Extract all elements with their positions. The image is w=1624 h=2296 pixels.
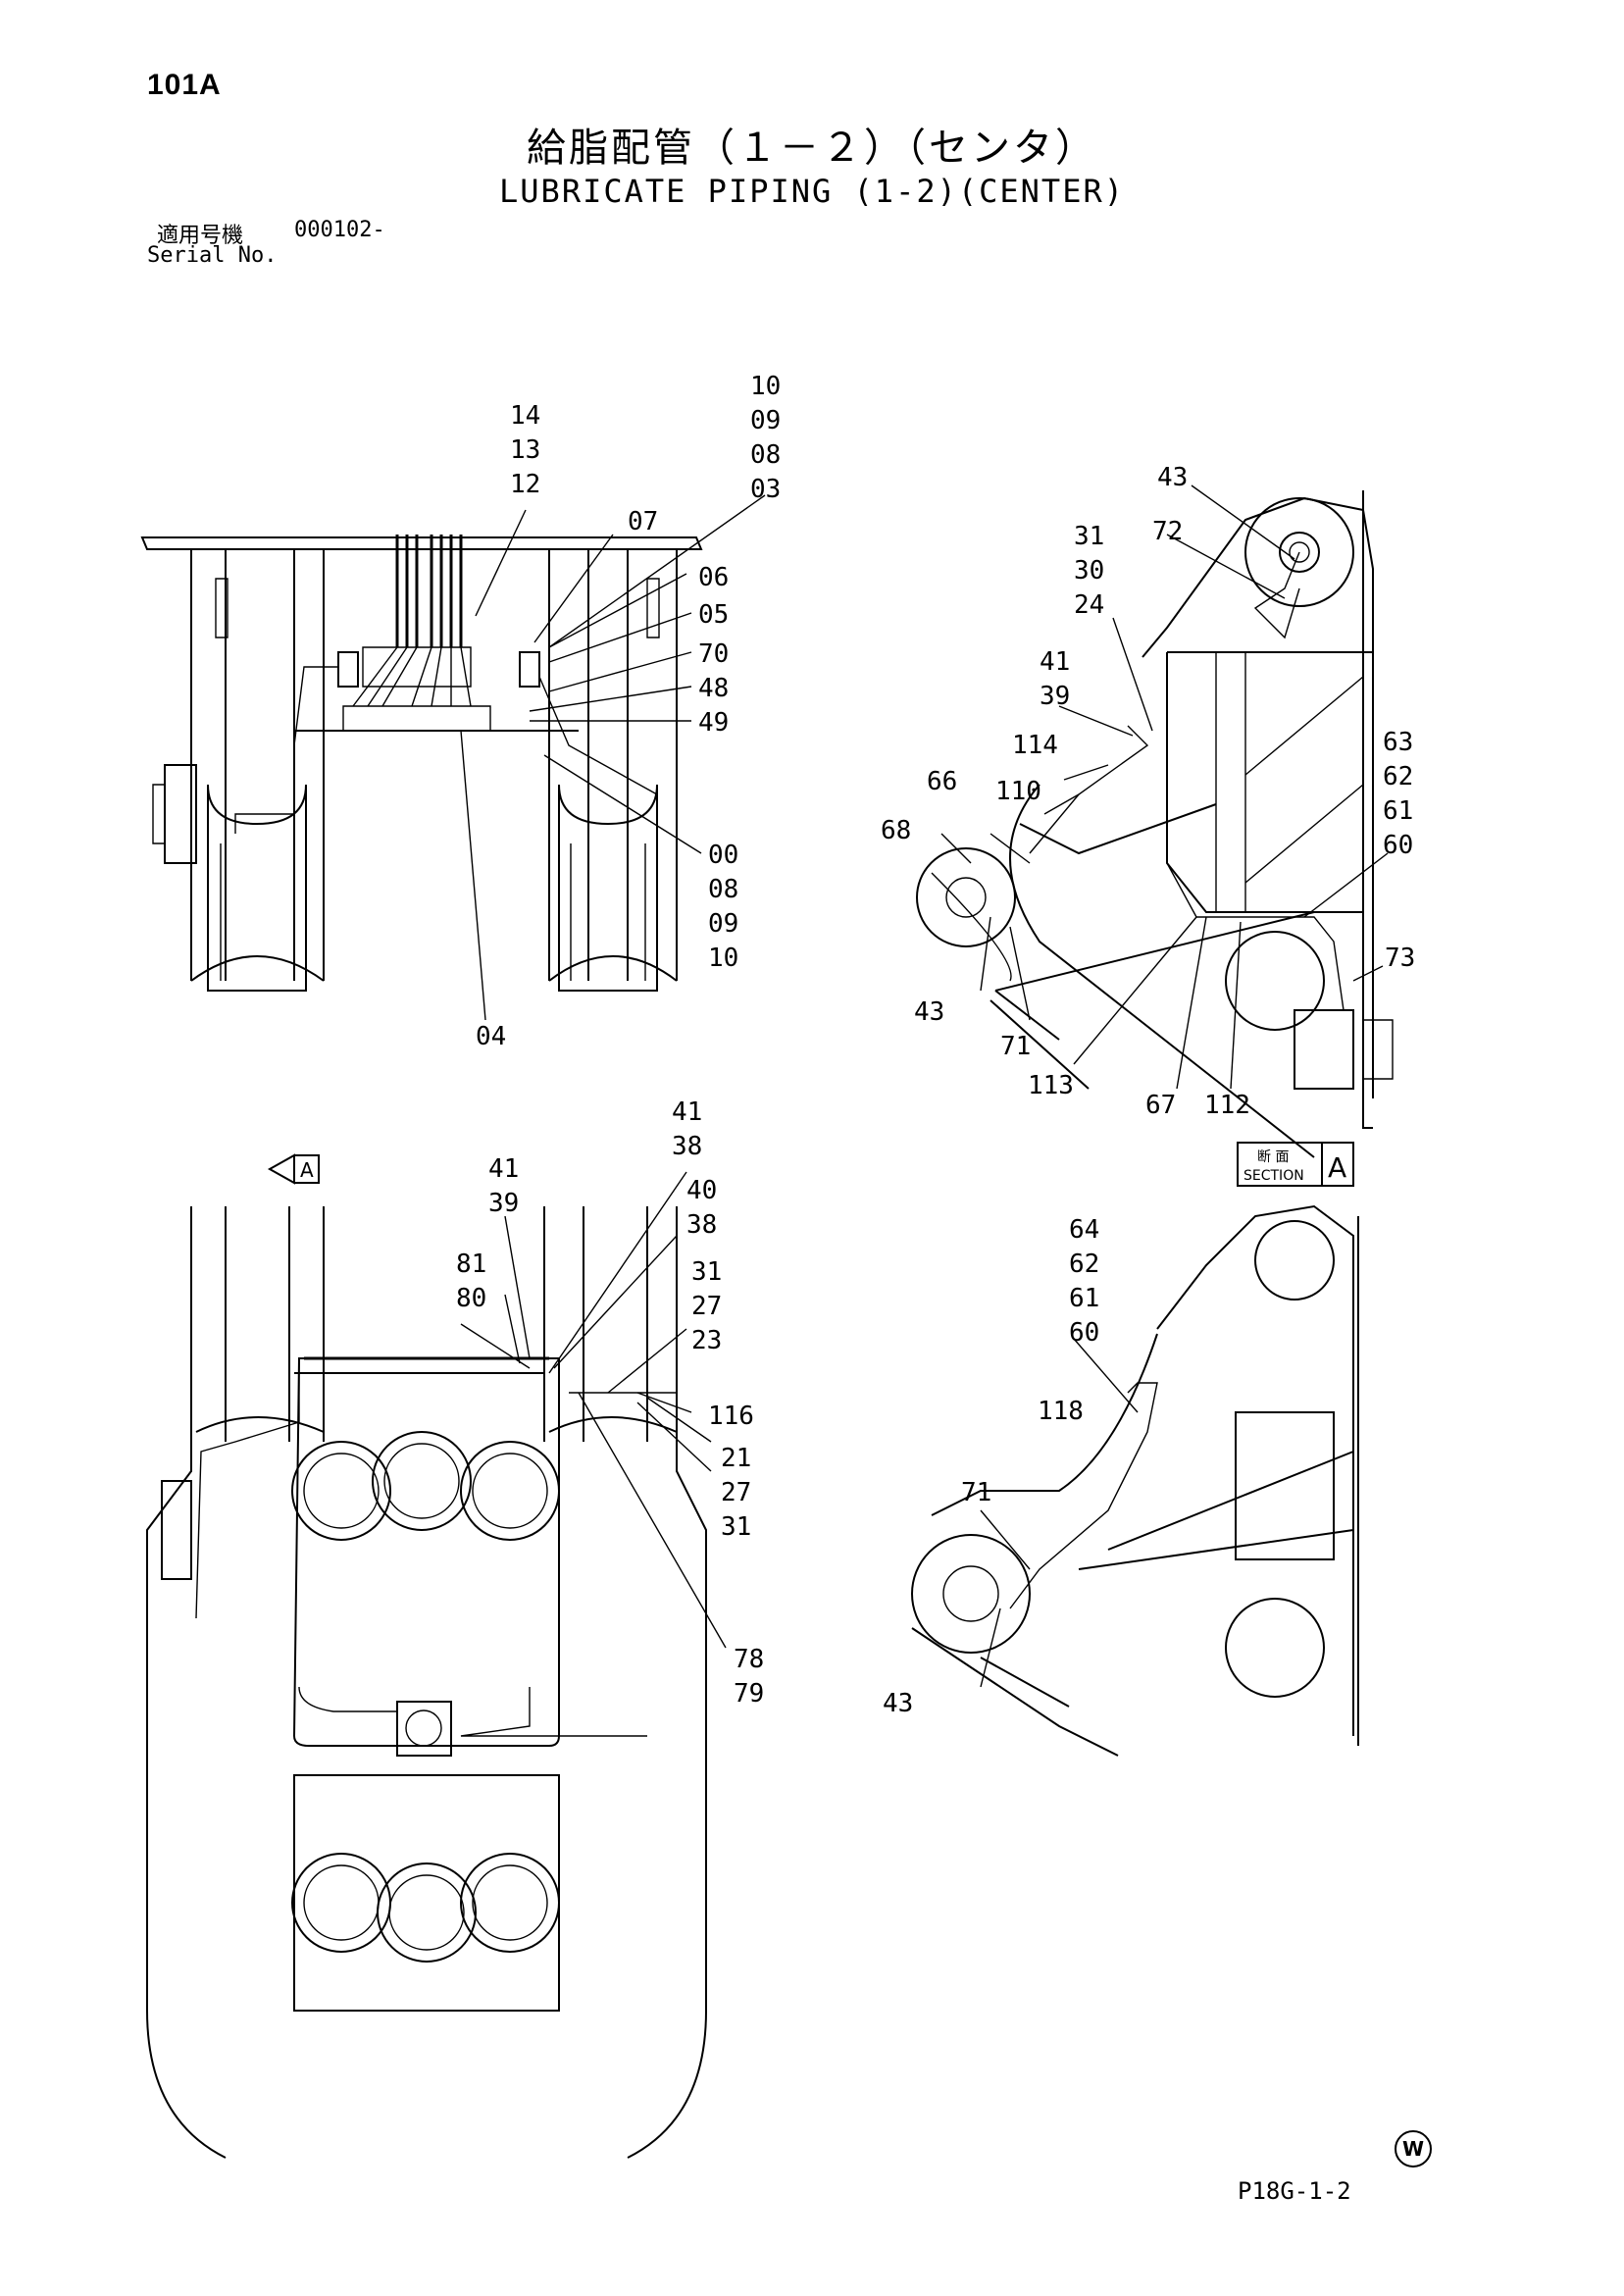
callout: 71 [961, 1478, 991, 1507]
callout: 31 [691, 1257, 722, 1287]
callout: 48 [698, 674, 729, 703]
callout: 80 [456, 1284, 486, 1313]
callout: 43 [1157, 463, 1188, 492]
serial-label-english: Serial No. [147, 243, 278, 268]
section-a-label [1237, 1142, 1354, 1187]
callout: 14 [510, 401, 540, 431]
callouts-view-3: 41 38 41 39 40 38 81 80 31 27 23 116 21 … [456, 1097, 764, 1709]
callout: 72 [1152, 517, 1183, 546]
callout: 31 [1074, 522, 1104, 551]
callout: 70 [698, 639, 729, 669]
section-letter: A [1328, 1151, 1346, 1184]
callout: 07 [628, 507, 658, 536]
callout: 116 [708, 1402, 754, 1431]
callout: 09 [750, 406, 781, 435]
title-japanese: 給脂配管（１－２）（センタ） [527, 126, 1097, 171]
w-stamp-icon: W [1395, 2130, 1432, 2168]
callout: 27 [691, 1292, 722, 1321]
callout: 67 [1145, 1091, 1176, 1120]
view-4-section-a [911, 1204, 1359, 1757]
callout: 04 [476, 1022, 506, 1051]
callout: 08 [750, 440, 781, 470]
view-2-side [916, 485, 1394, 1158]
callout: 06 [698, 563, 729, 592]
callout: 68 [881, 816, 911, 845]
callout: 61 [1069, 1284, 1099, 1313]
serial-value: 000102- [294, 218, 385, 242]
callout: 41 [488, 1154, 519, 1184]
view-arrow-letter: A [300, 1158, 314, 1182]
callouts-view-2: 43 72 31 30 24 41 39 114 110 66 68 63 62… [881, 463, 1415, 1120]
callout: 23 [691, 1326, 722, 1355]
view-3-plan [146, 1153, 727, 2159]
callout: 38 [686, 1210, 717, 1240]
callout: 62 [1069, 1250, 1099, 1279]
callout: 10 [708, 944, 738, 973]
callout: 43 [914, 997, 944, 1027]
callout: 73 [1385, 944, 1415, 973]
callout: 30 [1074, 556, 1104, 586]
callout: 61 [1383, 796, 1413, 826]
callout: 41 [1040, 647, 1070, 677]
callout: 64 [1069, 1215, 1099, 1245]
callout: 62 [1383, 762, 1413, 791]
callout: 118 [1038, 1397, 1084, 1426]
drawing-code: P18G-1-2 [1238, 2177, 1351, 2205]
callout: 112 [1204, 1091, 1250, 1120]
callout: 71 [1000, 1032, 1031, 1061]
callout: 13 [510, 435, 540, 465]
callout: 79 [734, 1679, 764, 1709]
serial-label-japanese: 適用号機 [157, 224, 244, 248]
callout: 38 [672, 1132, 702, 1161]
callout: 10 [750, 372, 781, 401]
callout: 39 [488, 1189, 519, 1218]
callout: 60 [1383, 831, 1413, 860]
callout: 24 [1074, 590, 1104, 620]
callout: 78 [734, 1645, 764, 1674]
callout: 63 [1383, 728, 1413, 757]
callout: 09 [708, 909, 738, 939]
callout: 66 [927, 767, 957, 796]
callout: 03 [750, 475, 781, 504]
callout: 08 [708, 875, 738, 904]
page-number: 101A [147, 69, 222, 101]
callout: 21 [721, 1444, 751, 1473]
callout: 43 [883, 1689, 913, 1718]
callout: 60 [1069, 1318, 1099, 1348]
callouts-view-1: 10 09 08 03 14 13 12 07 06 05 70 48 49 0… [476, 372, 781, 1051]
section-label-english: SECTION [1243, 1168, 1304, 1184]
callouts-view-4: 64 62 61 60 118 71 43 [883, 1215, 1099, 1718]
section-label-japanese: 断 面 [1257, 1149, 1289, 1165]
title-english: LUBRICATE PIPING (1-2)(CENTER) [499, 173, 1125, 210]
callout: 05 [698, 600, 729, 630]
callout: 27 [721, 1478, 751, 1507]
callout: 49 [698, 708, 729, 738]
callout: 12 [510, 470, 540, 499]
callout: 39 [1040, 682, 1070, 711]
callout: 40 [686, 1176, 717, 1205]
callout: 110 [995, 777, 1041, 806]
callout: 113 [1028, 1071, 1074, 1100]
callout: 81 [456, 1250, 486, 1279]
callout: 41 [672, 1097, 702, 1127]
callout: 00 [708, 841, 738, 870]
view-1-front [140, 494, 766, 1021]
callout: 31 [721, 1512, 751, 1542]
callout: 114 [1012, 731, 1058, 760]
